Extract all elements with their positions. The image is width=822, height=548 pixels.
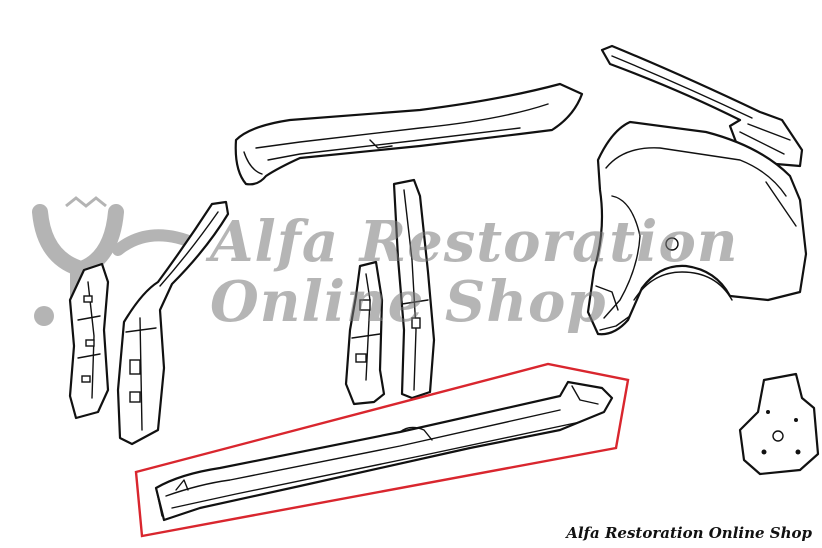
b-pillar-inner[interactable] xyxy=(344,260,386,406)
a-pillar-outer[interactable] xyxy=(116,200,230,446)
watermark-logo xyxy=(32,196,202,326)
highlight-frame xyxy=(134,362,630,538)
b-pillar-outer[interactable] xyxy=(392,178,436,400)
a-pillar-inner[interactable] xyxy=(68,262,110,420)
reinforcement-plate[interactable] xyxy=(738,372,820,476)
sill[interactable] xyxy=(154,380,614,522)
footer-credit: Alfa Restoration Online Shop xyxy=(566,524,812,542)
roof-rail[interactable] xyxy=(234,82,584,186)
rear-quarter-panel[interactable] xyxy=(586,120,808,336)
rear-roof-gutter[interactable] xyxy=(600,44,804,168)
